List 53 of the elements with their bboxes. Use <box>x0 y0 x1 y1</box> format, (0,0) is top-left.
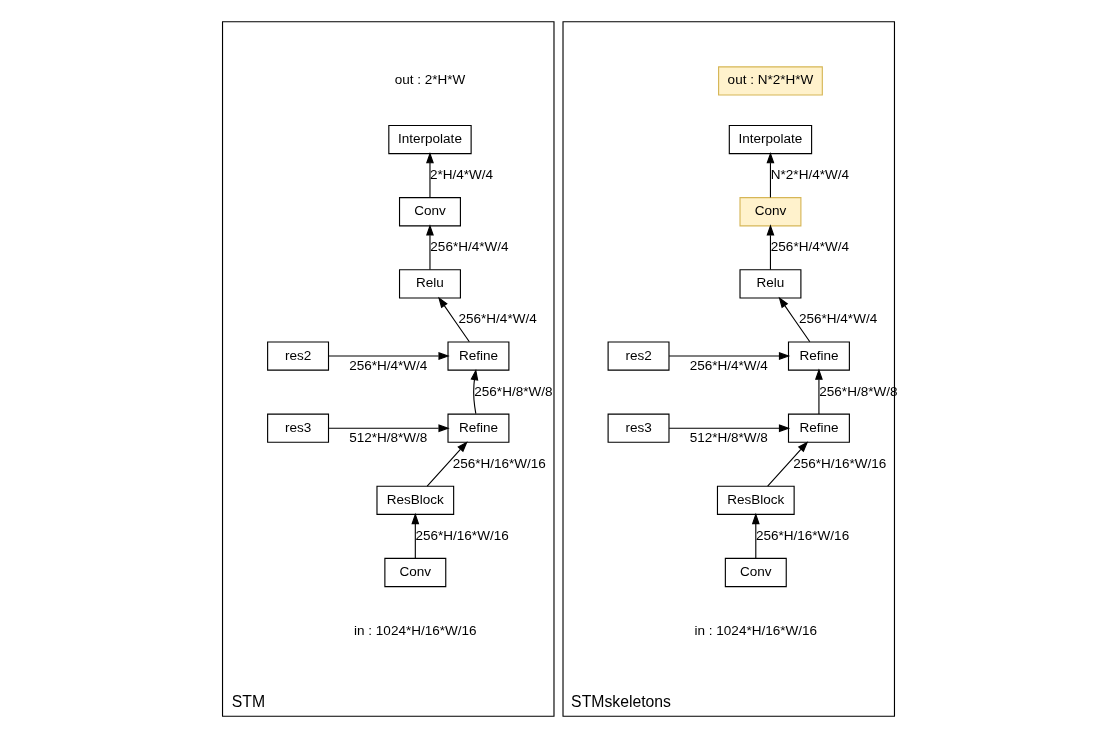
node-box: ResBlock <box>375 485 454 515</box>
arrow <box>425 152 434 198</box>
node-box: Refine <box>446 341 509 371</box>
arrow <box>470 368 478 415</box>
edge-label: 512*H/8*W/8 <box>348 430 427 446</box>
edge-label: 256*H/4*W/4 <box>689 358 768 374</box>
arrow <box>766 224 774 271</box>
arrow <box>766 441 808 487</box>
node-box: Conv <box>738 197 801 227</box>
label: out : 2*H*W <box>394 72 465 88</box>
node-box: Conv <box>383 557 446 588</box>
node-box: res3 <box>266 413 329 443</box>
node-box: out : N*2*H*W <box>717 66 823 96</box>
node-box: Interpolate <box>728 124 812 155</box>
node-box: res2 <box>607 341 670 371</box>
node-box: Conv <box>398 197 461 227</box>
edge-label: N*2*H/4*W/4 <box>770 167 849 183</box>
label: in : 1024*H/16*W/16 <box>694 622 817 638</box>
edge-label: 256*H/4*W/4 <box>458 311 537 327</box>
node-box: res3 <box>607 413 670 443</box>
arrow <box>426 441 468 487</box>
node-box: Refine <box>446 413 509 443</box>
node-box: Relu <box>738 269 801 299</box>
edge-label: 256*H/4*W/4 <box>348 358 427 374</box>
arrow <box>410 512 419 559</box>
node-box: Conv <box>724 557 787 588</box>
edge-label: 256*H/4*W/4 <box>429 239 508 255</box>
node-box: Relu <box>398 269 461 299</box>
node-box: Interpolate <box>387 124 472 155</box>
arrow <box>437 296 470 343</box>
arrow <box>814 368 823 415</box>
edge-label: 256*H/16*W/16 <box>792 455 886 471</box>
edge-label: 256*H/4*W/4 <box>770 239 849 255</box>
label: in : 1024*H/16*W/16 <box>353 622 477 638</box>
edge-label: 2*H/4*W/4 <box>429 167 493 183</box>
node-box: ResBlock <box>716 485 795 515</box>
edge-label: 512*H/8*W/8 <box>689 430 768 446</box>
arrow <box>778 296 810 343</box>
node-box: Refine <box>787 413 850 443</box>
node-box: res2 <box>266 341 329 371</box>
edge-label: 256*H/16*W/16 <box>452 455 546 471</box>
arrow <box>751 512 760 559</box>
arrow <box>425 224 434 271</box>
edge-label: 256*H/16*W/16 <box>755 527 849 543</box>
edge-label: 256*H/4*W/4 <box>798 311 877 327</box>
edge-label: 256*H/8*W/8 <box>473 383 552 399</box>
arrow <box>668 424 790 433</box>
node-box: Refine <box>787 341 850 371</box>
edge-label: 256*H/16*W/16 <box>415 527 509 543</box>
arrow <box>327 352 450 360</box>
arrow <box>668 352 790 360</box>
arrow <box>327 424 450 433</box>
arrow <box>766 152 774 198</box>
